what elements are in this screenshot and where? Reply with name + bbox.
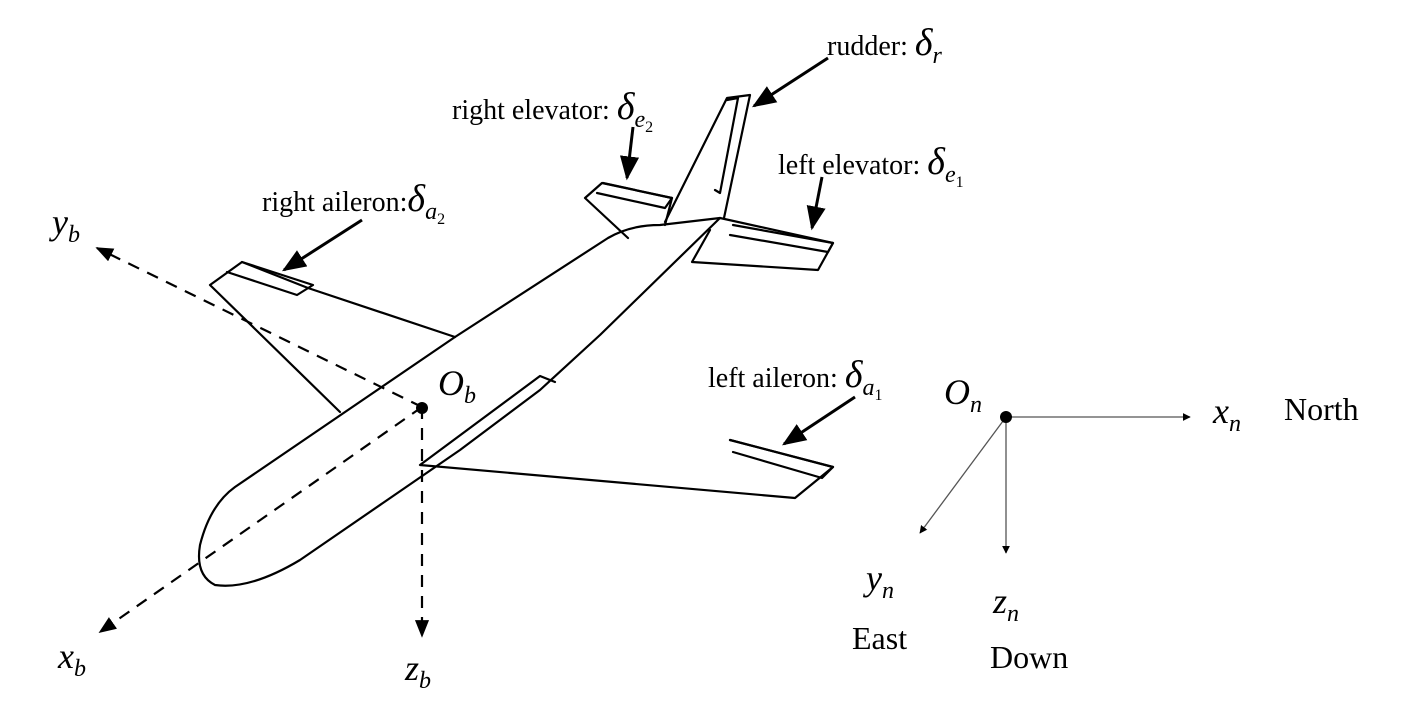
nav-y-label: yn <box>866 558 894 604</box>
rudder-arrow <box>751 56 829 108</box>
body-y-axis <box>95 247 423 408</box>
body-x-label: xb <box>58 636 86 682</box>
right-wing <box>208 260 457 414</box>
body-y-label: yb <box>52 202 80 248</box>
right-aileron-label: right aileron:δa2 <box>262 178 446 228</box>
body-x-axis <box>98 406 423 634</box>
right-aileron-surface <box>225 260 315 297</box>
rudder-label: rudder: δr <box>827 22 942 69</box>
rudder-surface <box>713 96 740 195</box>
body-z-label: zb <box>405 648 432 694</box>
left-stabilizer <box>690 216 835 272</box>
right-elevator-label: right elevator: δe2 <box>452 86 654 136</box>
right-aileron-arrow <box>281 218 363 272</box>
nav-z-direction: Down <box>990 639 1069 675</box>
body-origin-dot <box>416 402 428 414</box>
vertical-tail <box>663 93 752 224</box>
nav-x-label: xn <box>1213 391 1241 437</box>
right-elevator-surface <box>595 181 674 210</box>
left-aileron-surface <box>728 438 835 480</box>
left-aileron-arrow <box>781 395 856 446</box>
fuselage <box>197 216 722 587</box>
right-elevator-arrow <box>619 126 640 181</box>
nav-y-axis <box>919 416 1007 534</box>
body-origin-label: Ob <box>438 363 476 409</box>
left-elevator-arrow <box>806 176 826 231</box>
left-elevator-surface <box>728 223 835 254</box>
nav-z-label: zn <box>993 581 1020 627</box>
nav-origin-label: On <box>944 372 982 418</box>
left-aileron-label: left aileron: δa1 <box>708 354 883 404</box>
nav-x-direction: North <box>1284 391 1359 427</box>
left-elevator-label: left elevator: δe1 <box>778 141 964 191</box>
nav-y-direction: East <box>852 620 908 656</box>
nav-origin-dot <box>1000 411 1012 423</box>
